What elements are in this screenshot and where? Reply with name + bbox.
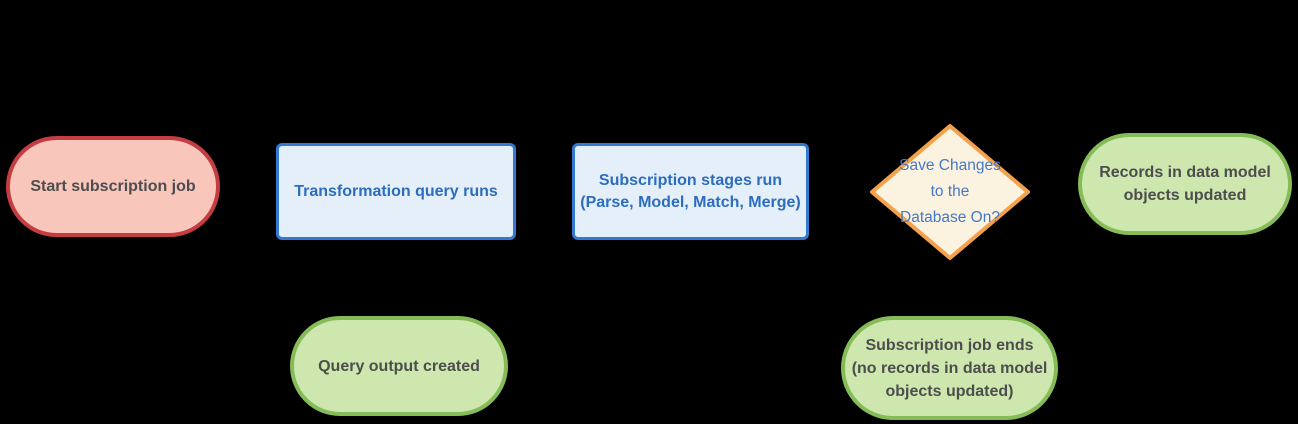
node-subscription-stages-run: Subscription stages run (Parse, Model, M… <box>572 143 809 240</box>
node-label: (no records in data model <box>851 359 1048 377</box>
node-label: Database On? <box>900 209 1000 226</box>
node-label: Records in data model <box>1099 164 1271 181</box>
node-label: Transformation query runs <box>294 182 498 200</box>
node-label: objects updated) <box>885 382 1014 400</box>
node-label: Save Changes <box>899 157 1001 174</box>
node-label: objects updated <box>1123 187 1247 204</box>
node-label: Subscription job ends <box>865 336 1034 354</box>
node-label: (Parse, Model, Match, Merge) <box>580 193 801 211</box>
node-subscription-job-ends: Subscription job ends (no records in dat… <box>841 316 1058 420</box>
node-label: to the <box>930 183 970 200</box>
node-records-updated: Records in data model objects updated <box>1078 133 1292 235</box>
node-label: Start subscription job <box>30 178 196 195</box>
node-label: Query output created <box>318 357 480 375</box>
diamond-shape <box>870 124 1030 260</box>
node-label: Subscription stages run <box>598 171 783 189</box>
node-save-changes-decision: Save Changes to the Database On? <box>869 123 1031 261</box>
node-start-subscription-job: Start subscription job <box>6 136 220 237</box>
node-transformation-query-runs: Transformation query runs <box>276 143 516 240</box>
diamond-polygon <box>870 124 1030 260</box>
node-query-output-created: Query output created <box>290 316 508 416</box>
decision-label: Save Changes to the Database On? <box>869 123 1031 261</box>
